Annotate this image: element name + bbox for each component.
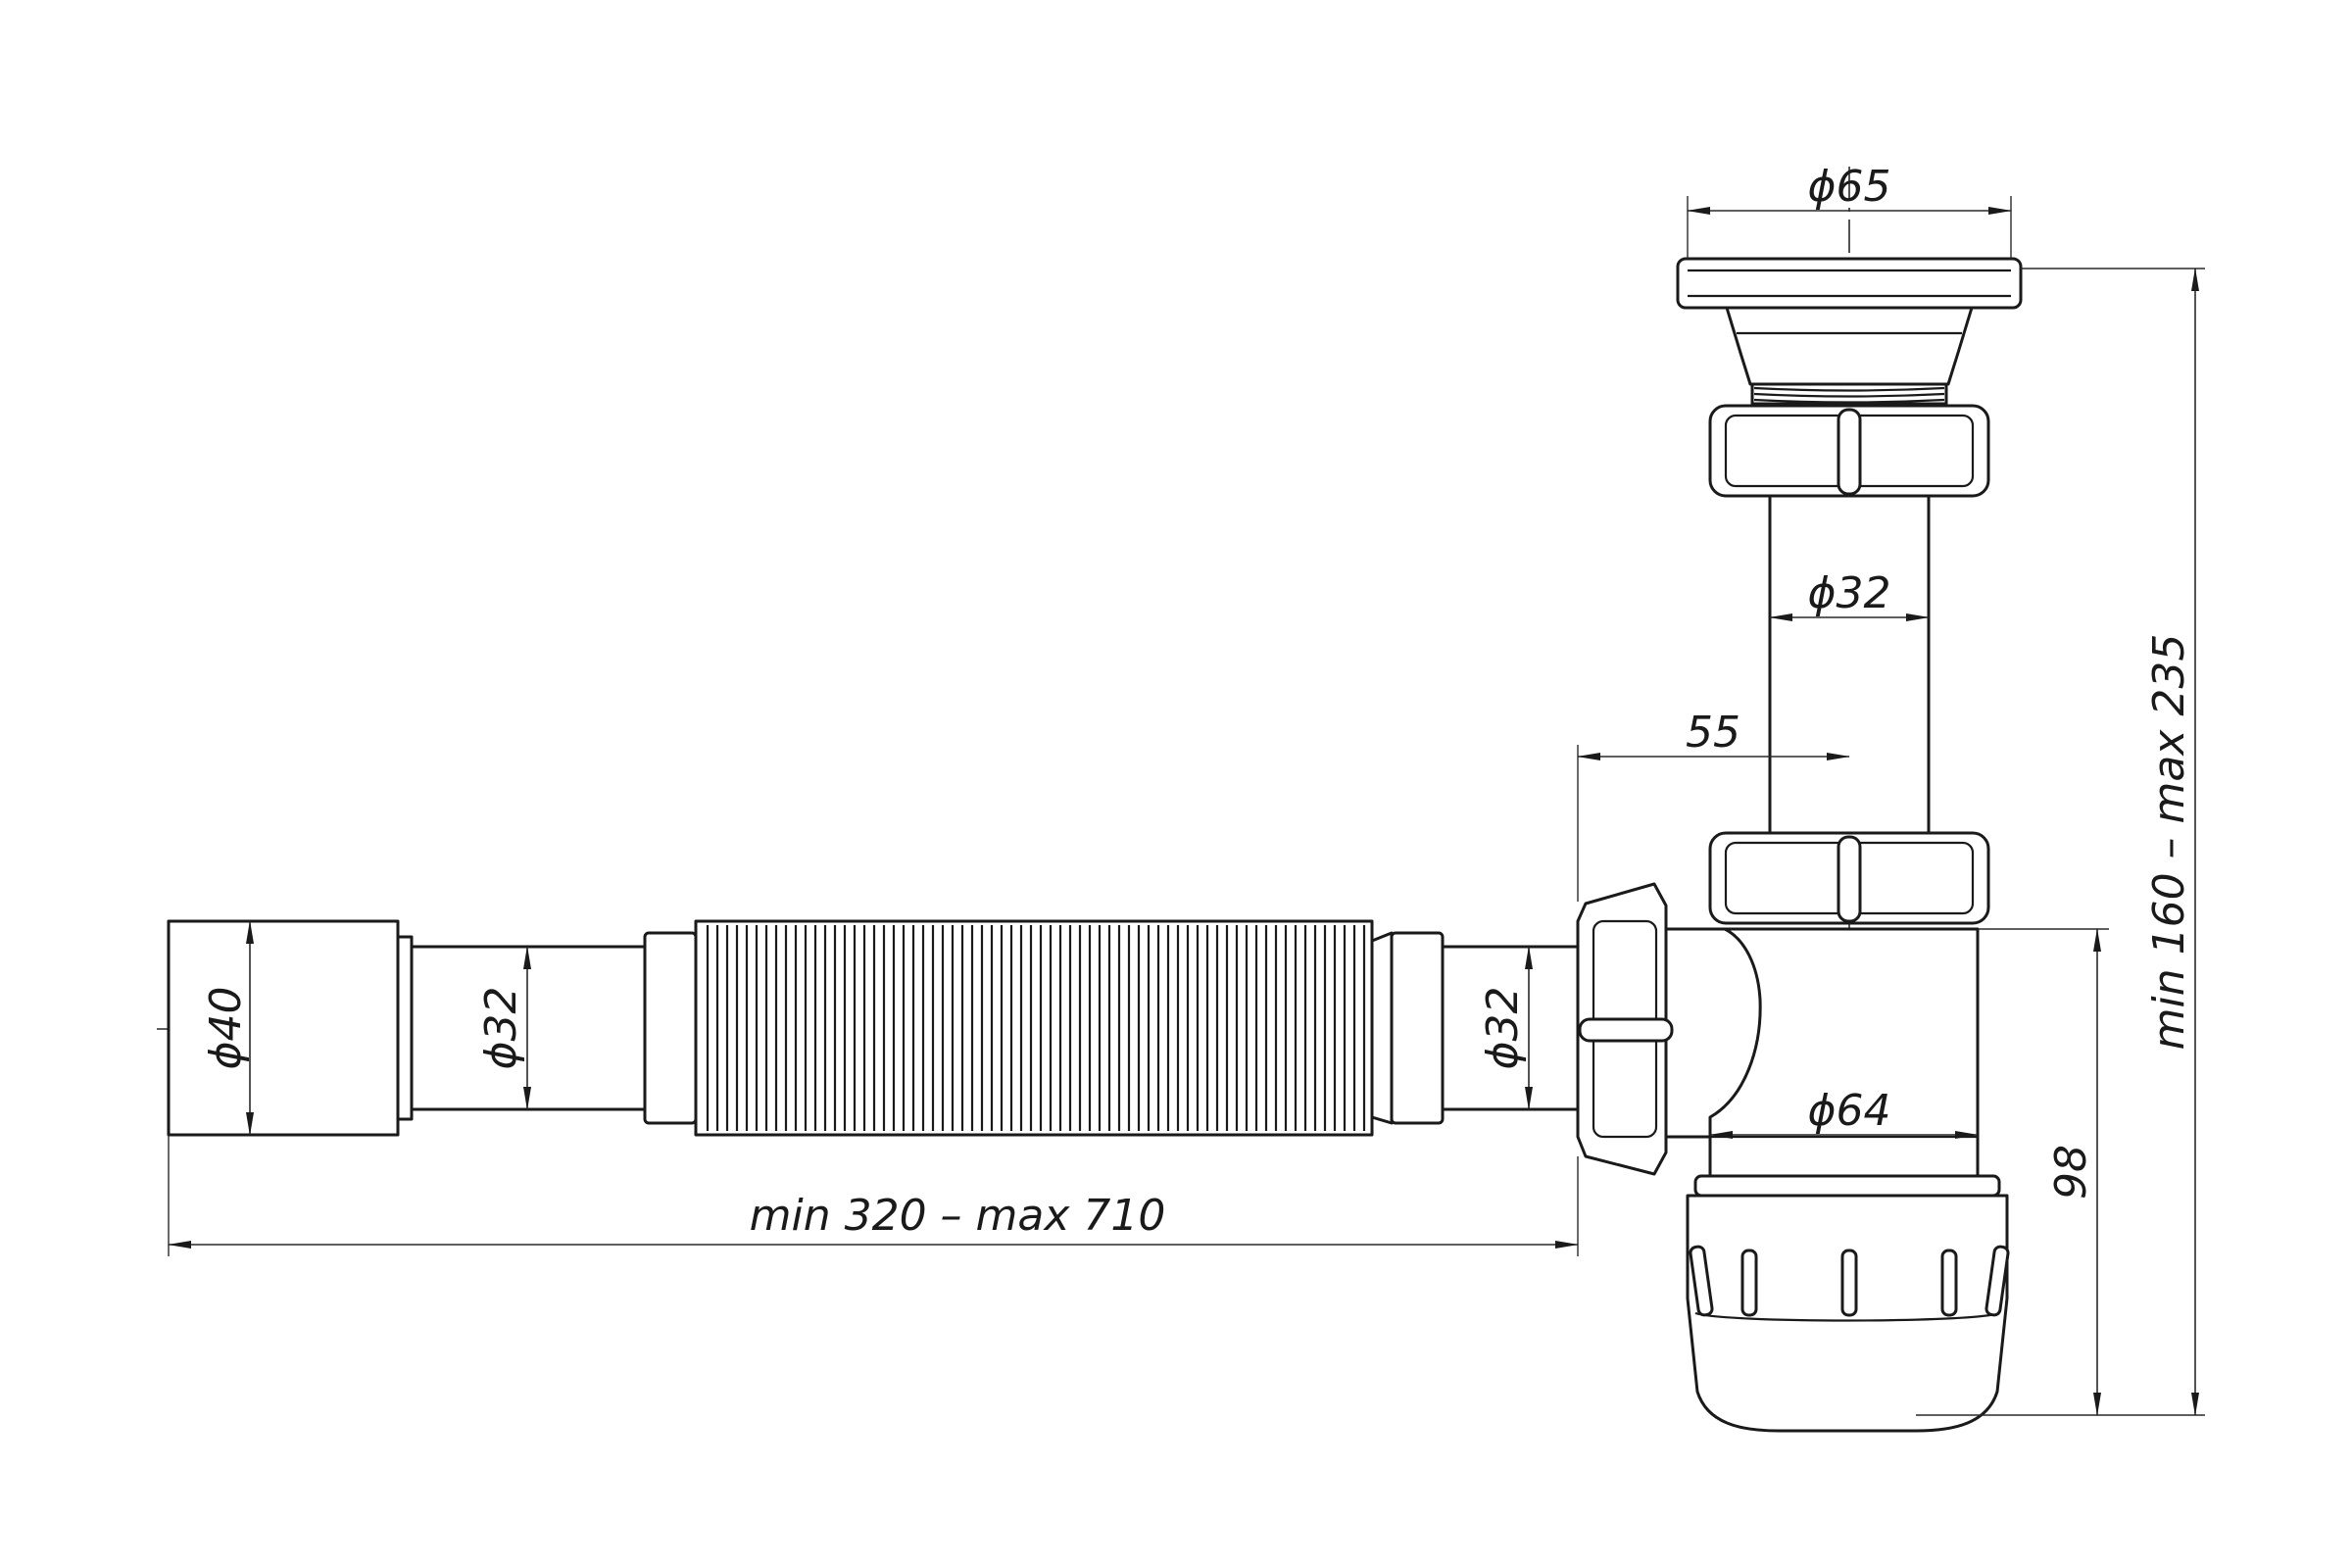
dim-outlet-diameter: ϕ40 — [201, 920, 254, 1136]
dim-bottle-diameter: ϕ64 — [1709, 1086, 1979, 1139]
dim-height-range-label: min 160 – max 235 — [2144, 634, 2194, 1051]
dim-top-flange: ϕ65 — [1687, 162, 2012, 259]
flange-thread — [1753, 386, 1945, 404]
dim-bottle-height: 98 — [1978, 928, 2109, 1416]
dim-tube-right: ϕ32 — [1478, 946, 1533, 1110]
dim-tube-left-label: ϕ32 — [476, 986, 526, 1069]
dim-length-range-label: min 320 – max 710 — [750, 1191, 1166, 1241]
corrugated-hose — [694, 919, 1374, 1137]
dim-offset: 55 — [1577, 708, 1850, 902]
thread-turn — [1753, 392, 1945, 398]
thread-turn — [1753, 398, 1945, 404]
dim-bottle-diameter-label: ϕ64 — [1807, 1086, 1890, 1136]
right-collar — [1370, 931, 1445, 1125]
dim-height-range: min 160 – max 235 — [1916, 268, 2205, 1416]
tube-32-left — [410, 945, 647, 1111]
dim-length-range: min 320 – max 710 — [168, 1135, 1579, 1256]
reducer-step — [396, 935, 414, 1121]
vertical-pipe — [1768, 494, 1931, 835]
thread-turn — [1753, 386, 1945, 392]
dim-vertical-pipe-label: ϕ32 — [1807, 568, 1890, 618]
dim-top-flange-label: ϕ65 — [1807, 162, 1890, 212]
upper-union-nut — [1708, 404, 1990, 498]
dim-tube-left: ϕ32 — [476, 946, 531, 1110]
dim-bottle-height-label: 98 — [2046, 1145, 2096, 1200]
dim-tube-right-label: ϕ32 — [1478, 986, 1528, 1069]
dim-vertical-pipe: ϕ32 — [1769, 568, 1930, 621]
dim-outlet-diameter-label: ϕ40 — [201, 986, 251, 1069]
tube-32-right — [1441, 945, 1580, 1111]
bottle-trap — [1664, 927, 2010, 1433]
side-union-nut — [1576, 882, 1674, 1176]
lower-union-nut — [1708, 831, 1990, 925]
top-flange — [1676, 257, 2023, 406]
left-collar — [643, 931, 698, 1125]
outlet-pipe-40 — [167, 919, 400, 1137]
dim-offset-label: 55 — [1686, 708, 1740, 758]
